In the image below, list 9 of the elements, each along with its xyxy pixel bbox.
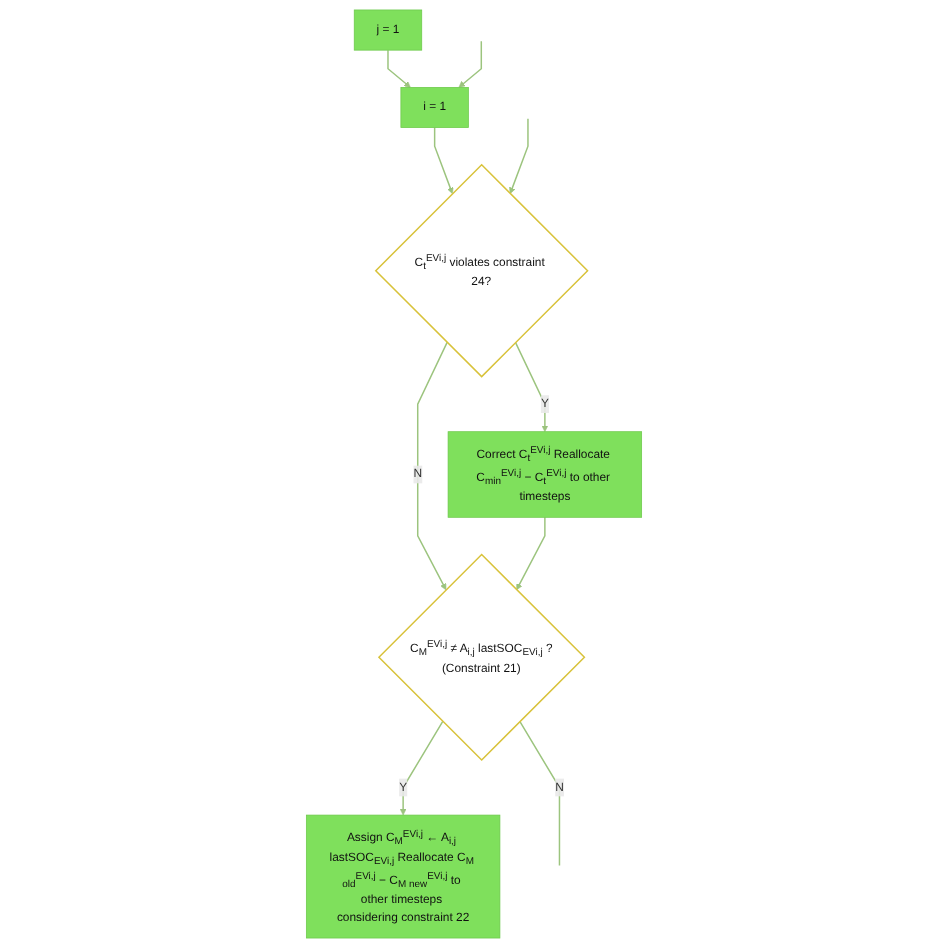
arrow: [387, 49, 411, 88]
arrow: [509, 117, 529, 194]
connector: [519, 720, 561, 867]
arrow: [417, 341, 448, 591]
arrow: [516, 516, 546, 591]
arrow: [433, 126, 454, 194]
arrow: [514, 341, 549, 432]
arrow: [458, 40, 483, 88]
arrow: [399, 720, 444, 816]
